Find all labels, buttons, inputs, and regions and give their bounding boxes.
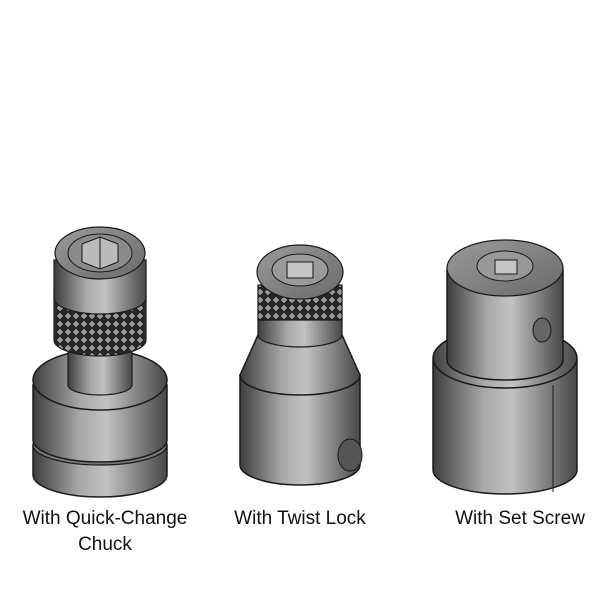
quick-change-chuck-adapter	[32, 226, 168, 498]
caption-twist-lock: With Twist Lock	[234, 508, 366, 529]
twist-lock-adapter	[239, 244, 363, 486]
caption-quick-change-chuck: With Quick-Change Chuck	[22, 508, 188, 555]
set-screw-adapter	[432, 239, 578, 495]
caption-set-screw: With Set Screw	[455, 508, 585, 529]
